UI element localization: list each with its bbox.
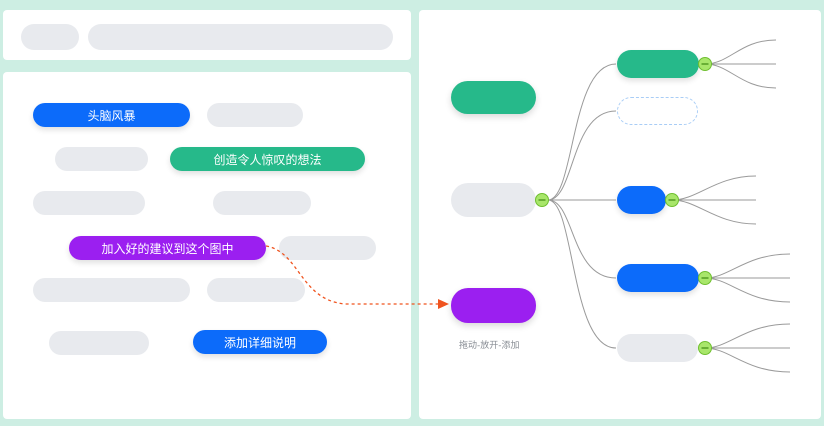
mindmap-branch-gray[interactable] [617, 334, 698, 362]
top-bar-panel [3, 10, 411, 60]
idea-add-suggestion[interactable]: 加入好的建议到这个图中 [69, 236, 266, 260]
top-bar-placeholder-short[interactable] [21, 24, 79, 50]
idea-placeholder[interactable] [279, 236, 376, 260]
idea-placeholder[interactable] [213, 191, 311, 215]
idea-placeholder[interactable] [33, 278, 190, 302]
idea-placeholder[interactable] [207, 103, 303, 127]
mindmap-branch-blue-small[interactable] [617, 186, 666, 214]
mindmap-node-center[interactable] [451, 183, 536, 217]
idea-add-details[interactable]: 添加详细说明 [193, 330, 327, 354]
mindmap-node-drop-target[interactable] [451, 288, 536, 323]
top-bar-placeholder-long[interactable] [88, 24, 393, 50]
mindmap-branch-empty-slot[interactable] [617, 97, 698, 125]
idea-placeholder[interactable] [33, 191, 145, 215]
drag-arrow [265, 245, 438, 305]
idea-create-amazing[interactable]: 创造令人惊叹的想法 [170, 147, 365, 171]
idea-placeholder[interactable] [55, 147, 148, 171]
mindmap-branch-green[interactable] [617, 50, 699, 78]
ideas-panel: 头脑风暴 创造令人惊叹的想法 加入好的建议到这个图中 添加详细说明 [3, 72, 411, 419]
idea-placeholder[interactable] [49, 331, 149, 355]
arrow-head-icon [438, 299, 449, 309]
drop-hint-caption: 拖动-放开-添加 [459, 341, 520, 351]
mindmap-branch-blue[interactable] [617, 264, 699, 292]
idea-brainstorm[interactable]: 头脑风暴 [33, 103, 190, 127]
mindmap-node-green[interactable] [451, 81, 536, 114]
idea-placeholder[interactable] [207, 278, 305, 302]
